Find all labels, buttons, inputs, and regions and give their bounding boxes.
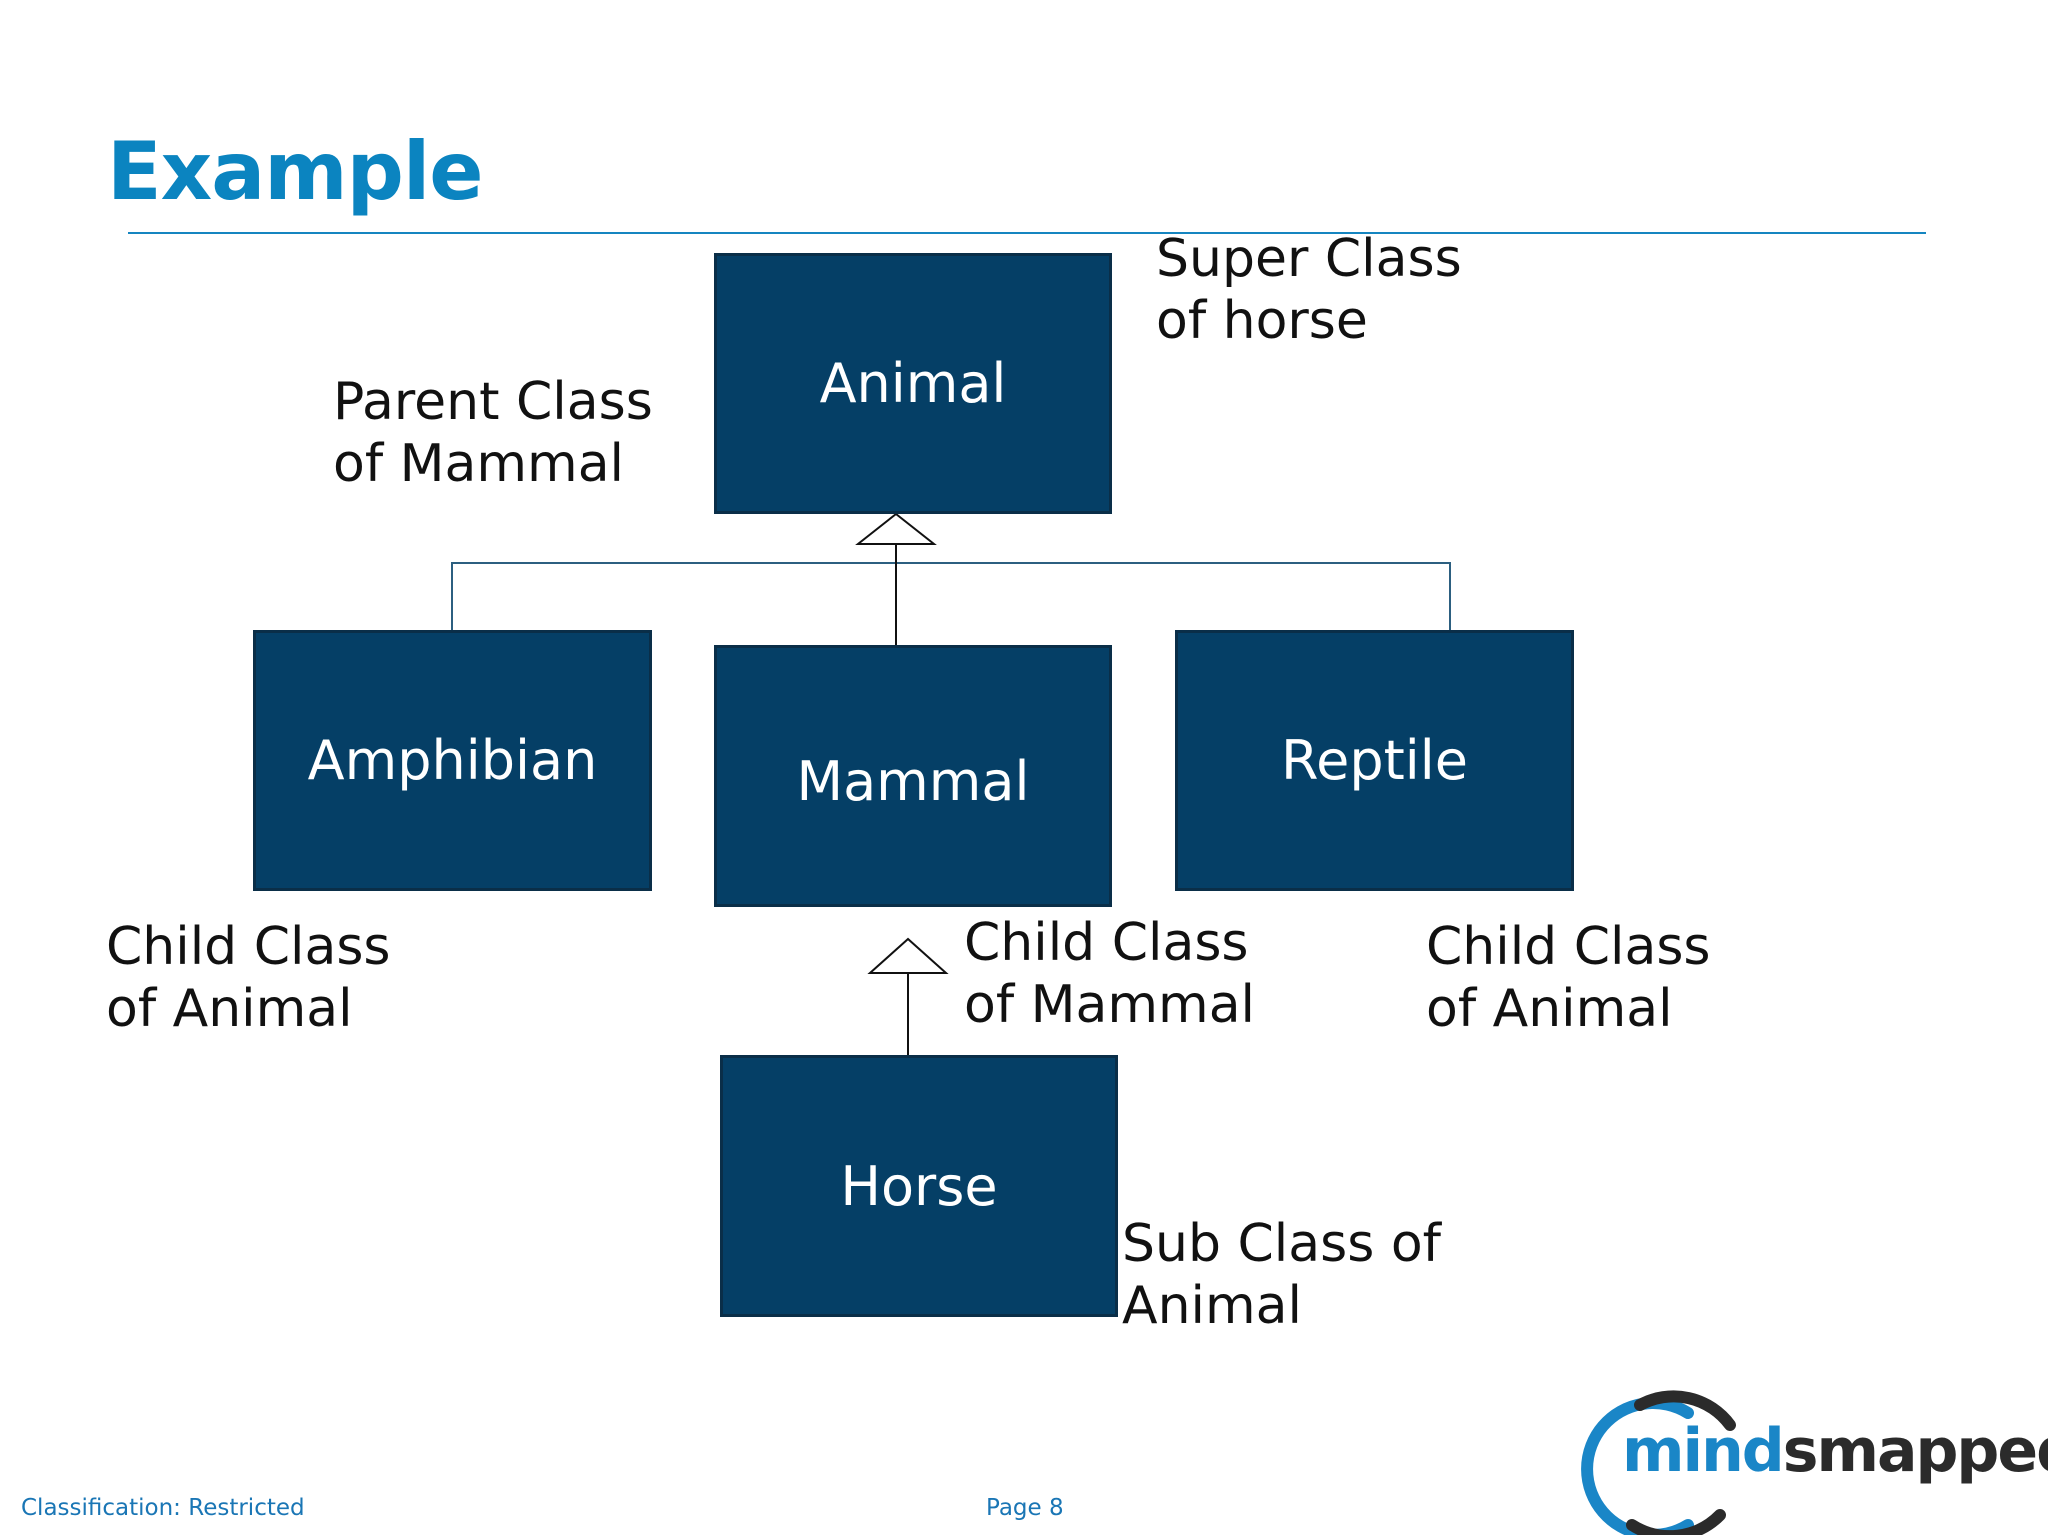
note-child-left: Child Class of Animal — [106, 917, 391, 1039]
slide-title: Example — [107, 125, 484, 218]
title-divider — [128, 232, 1926, 234]
mindsmapped-logo: mindsmapped — [1580, 1385, 2048, 1535]
node-reptile-label: Reptile — [1281, 729, 1468, 792]
note-child-mid: Child Class of Mammal — [964, 913, 1256, 1035]
node-horse: Horse — [720, 1055, 1118, 1317]
node-animal-label: Animal — [819, 352, 1007, 415]
node-reptile: Reptile — [1175, 630, 1574, 891]
note-sub-class: Sub Class of Animal — [1122, 1214, 1441, 1336]
note-super-class: Super Class of horse — [1156, 229, 1462, 351]
generalization-arrowhead-animal — [855, 512, 937, 545]
footer-page-number: Page 8 — [986, 1495, 1064, 1521]
logo-wordmark-part2: smapped — [1782, 1416, 2048, 1486]
connector-amphibian-animal — [451, 562, 896, 632]
node-mammal: Mammal — [714, 645, 1112, 907]
node-mammal-label: Mammal — [796, 749, 1030, 813]
logo-wordmark: mindsmapped — [1622, 1421, 2048, 1481]
node-amphibian-label: Amphibian — [307, 729, 598, 792]
note-parent-class: Parent Class of Mammal — [333, 372, 653, 494]
footer-classification: Classification: Restricted — [21, 1495, 305, 1521]
node-animal: Animal — [714, 253, 1112, 514]
logo-ring-icon — [1581, 1390, 1736, 1535]
logo-wordmark-part1: mind — [1622, 1416, 1785, 1486]
note-child-right: Child Class of Animal — [1426, 917, 1711, 1039]
connector-reptile-animal — [896, 562, 1451, 632]
generalization-arrowhead-mammal — [867, 937, 949, 974]
node-horse-label: Horse — [840, 1154, 998, 1218]
node-amphibian: Amphibian — [253, 630, 652, 891]
